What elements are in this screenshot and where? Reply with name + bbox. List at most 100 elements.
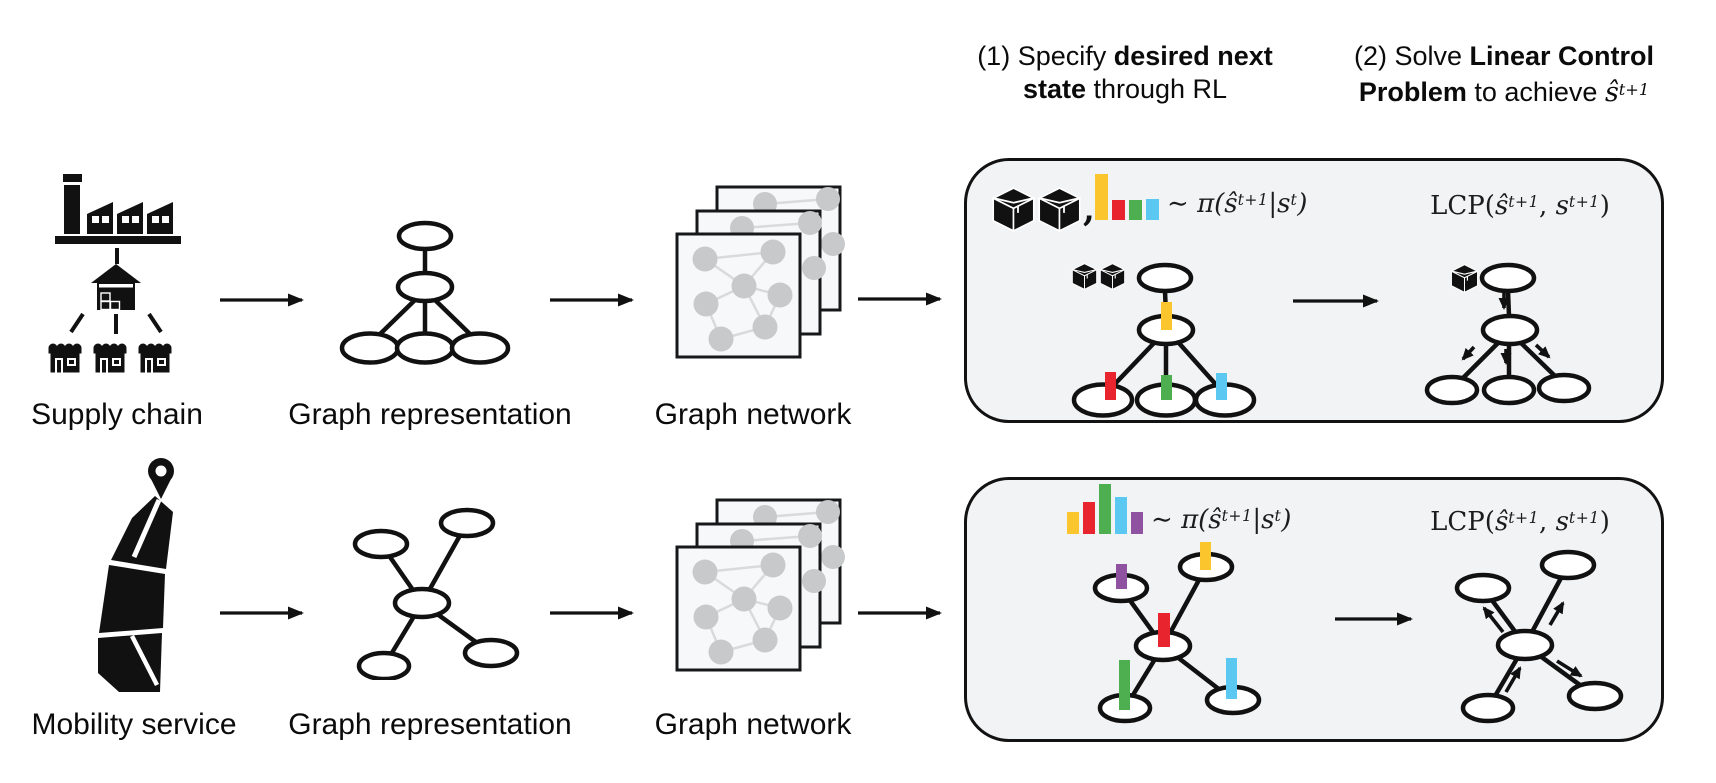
package-icon [1071, 263, 1098, 290]
graph-network-label: Graph network [654, 708, 852, 741]
graph-node [1495, 628, 1555, 662]
step1-pre: (1) Specify [977, 41, 1114, 71]
graph-network-stack [675, 185, 845, 359]
step2-bold1: Linear Control [1469, 41, 1655, 71]
graph-edges [376, 249, 474, 338]
graph-node [1539, 549, 1597, 581]
graph-node [339, 331, 401, 365]
flow-arrow [1548, 601, 1565, 626]
graph-node [392, 586, 452, 620]
graph-representation-label: Graph representation [288, 398, 572, 431]
graph-node [462, 637, 520, 669]
flow-arrow [1504, 666, 1522, 693]
lcp-tree-nodes [1424, 262, 1592, 406]
policy-formula: ∼ π(ŝt+1|st) [1151, 505, 1292, 535]
graph-node [1136, 262, 1194, 294]
graph-node [1480, 313, 1540, 347]
graph-node [1481, 374, 1537, 406]
graph-node [438, 507, 496, 539]
store-icon [138, 343, 172, 373]
graph-node [1460, 692, 1516, 724]
comma-separator: , [1083, 190, 1095, 230]
mobility-graph-representation [352, 507, 520, 680]
lcp-flow-arrows [1461, 292, 1551, 365]
graph-node [1071, 382, 1135, 418]
step2-bold2: Problem [1358, 77, 1467, 107]
lcp-tree-edges [1460, 290, 1558, 381]
flow-arrow [1482, 606, 1505, 634]
node-bar [1105, 372, 1116, 400]
store-icon [93, 343, 127, 373]
step1-heading: (1) Specify desired next state through R… [940, 40, 1310, 106]
lcp-star-nodes [1454, 549, 1624, 724]
arrow-right [858, 292, 942, 306]
probability-bar [1095, 174, 1108, 220]
graph-node [1454, 572, 1512, 604]
desired-state-node-bars [1116, 542, 1237, 710]
node-bar [1119, 660, 1130, 710]
graph-node [449, 331, 511, 365]
graph-node [352, 528, 410, 560]
node-bar [1116, 564, 1127, 589]
rl-panel-mobility: ∼ π(ŝt+1|st) LCP(ŝt+1, st+1) [964, 477, 1664, 742]
graph-node [394, 331, 456, 365]
rl-panel-supply: , ∼ π(ŝt+1|st) LCP(ŝt+1, st+1) [964, 158, 1664, 423]
arrow-right [550, 293, 634, 307]
lcp-formula: LCP(ŝt+1, st+1) [1430, 191, 1610, 221]
node-bar [1200, 542, 1211, 570]
arrow-right [220, 606, 304, 620]
probability-bar [1067, 512, 1079, 534]
package-icon [992, 187, 1035, 232]
location-pin-icon [148, 458, 174, 499]
graph-node [395, 270, 455, 304]
node-bar [1226, 658, 1237, 699]
probability-bar-chart [1095, 174, 1159, 220]
step2-post: to achieve [1466, 77, 1605, 107]
factory-icon [55, 174, 181, 244]
panel-graphics [992, 187, 1592, 418]
arrow-right [550, 606, 634, 620]
step2-pre: (2) Solve [1353, 41, 1470, 71]
package-icon [1450, 264, 1479, 293]
warehouse-icon [91, 264, 141, 311]
mobility-service-label: Mobility service [31, 708, 237, 741]
graph-node [1479, 262, 1537, 294]
package-icon [1099, 263, 1126, 290]
package-icon [1038, 187, 1081, 232]
node-bar [1161, 375, 1172, 400]
probability-bar-chart [1067, 484, 1143, 534]
desired-state-node-bars [1105, 302, 1227, 400]
network-layer-graph [730, 211, 826, 280]
step2-heading: (2) Solve Linear Control Problem to achi… [1300, 40, 1708, 109]
step2-math: ŝt+1 [1604, 77, 1650, 108]
graph-node [1536, 372, 1592, 404]
store-icon [48, 343, 82, 373]
graph-node [356, 650, 412, 680]
node-bar [1216, 373, 1227, 400]
graph-network-stack [675, 498, 845, 672]
flow-arrow [1534, 343, 1551, 359]
graph-nodes [352, 507, 520, 680]
graph-representation-label: Graph representation [288, 708, 572, 741]
supply-chain-label: Supply chain [31, 398, 203, 431]
probability-bar [1083, 502, 1095, 534]
network-layer-graph [692, 239, 793, 352]
probability-bar [1131, 512, 1143, 534]
lcp-flow-arrows [1482, 601, 1583, 693]
graph-nodes [339, 220, 511, 365]
graph-network-label: Graph network [654, 398, 852, 431]
probability-bar [1129, 200, 1142, 220]
step1-bold1: desired next [1113, 41, 1273, 71]
arrow-right [858, 606, 942, 620]
arrow-right [220, 293, 304, 307]
probability-bar [1115, 497, 1127, 534]
step1-post: through RL [1085, 74, 1228, 104]
graph-node [1566, 680, 1624, 712]
graph-node [1424, 374, 1480, 406]
network-layer-graph [692, 552, 793, 665]
node-bar [1158, 613, 1170, 647]
map-route-icon [98, 496, 173, 692]
probability-bar [1146, 199, 1159, 220]
flow-arrow [1556, 659, 1583, 678]
